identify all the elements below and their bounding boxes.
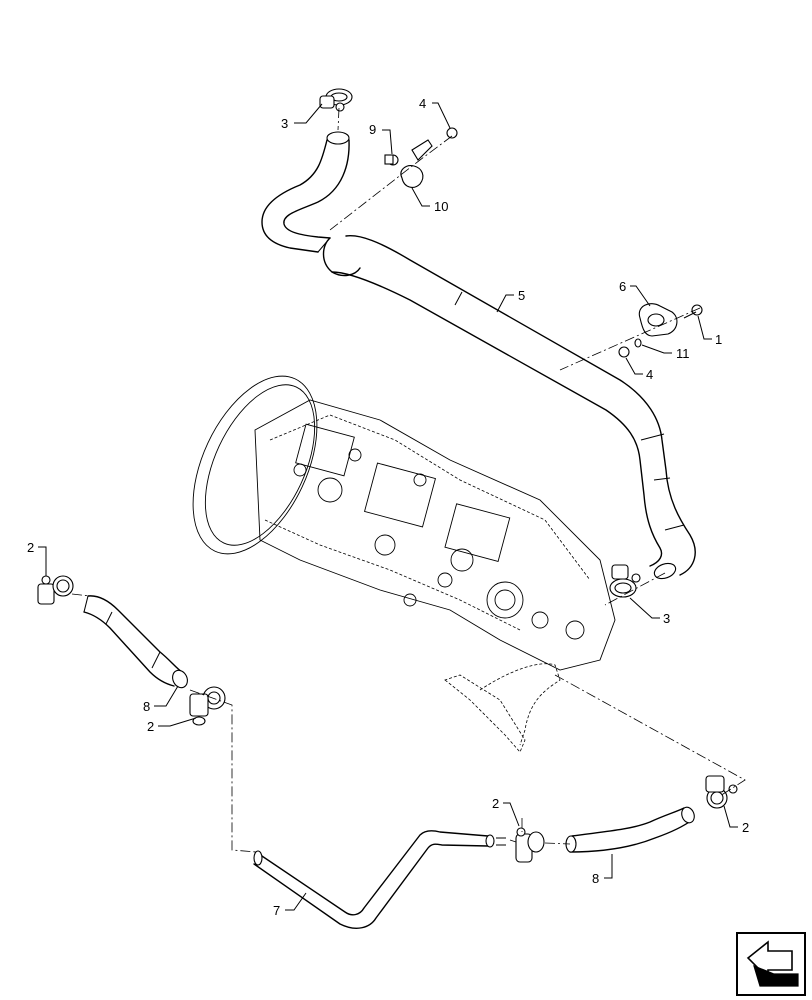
- assembly-centerlines: [45, 107, 746, 853]
- callout-2-bottom-right: 2: [742, 820, 749, 835]
- callout-8-left: 8: [143, 699, 150, 714]
- hose-clamp-top: [319, 88, 353, 112]
- upper-hose-assembly: [261, 131, 696, 580]
- callout-5: 5: [518, 288, 525, 303]
- hose-clamp-right: [609, 564, 641, 598]
- callout-labels: 3 4 9 10 5 6 1 11 4 3 2 8 2 2 2 8 7: [27, 96, 749, 918]
- callout-3-right: 3: [663, 611, 670, 626]
- lower-left-hose: [83, 595, 188, 689]
- callout-2-left-top: 2: [27, 540, 34, 555]
- callout-4-top: 4: [419, 96, 426, 111]
- callout-8-bottom: 8: [592, 871, 599, 886]
- callout-2-bottom-middle: 2: [492, 796, 499, 811]
- callout-6: 6: [619, 279, 626, 294]
- mounting-clamp-right: [618, 303, 703, 358]
- callout-2-left-bottom: 2: [147, 719, 154, 734]
- lower-right-hose: [565, 806, 695, 853]
- callout-9: 9: [369, 122, 376, 137]
- callout-10: 10: [434, 199, 448, 214]
- hose-clamp-left-top: [37, 575, 74, 605]
- hose-clamp-bottom-right: [705, 775, 738, 809]
- callout-11: 11: [676, 346, 690, 361]
- hose-clamp-bottom-middle: [515, 827, 545, 863]
- hose-clamp-left-bottom: [189, 686, 226, 726]
- previous-page-arrow-icon[interactable]: [736, 932, 806, 996]
- callout-3-top: 3: [281, 116, 288, 131]
- callout-4-mid: 4: [646, 367, 653, 382]
- transmission-assembly: [192, 375, 616, 753]
- callout-7: 7: [273, 903, 280, 918]
- lower-pipe: [253, 830, 506, 929]
- leader-lines: [38, 102, 738, 911]
- clip-bracket: [384, 127, 458, 188]
- callout-1: 1: [715, 332, 722, 347]
